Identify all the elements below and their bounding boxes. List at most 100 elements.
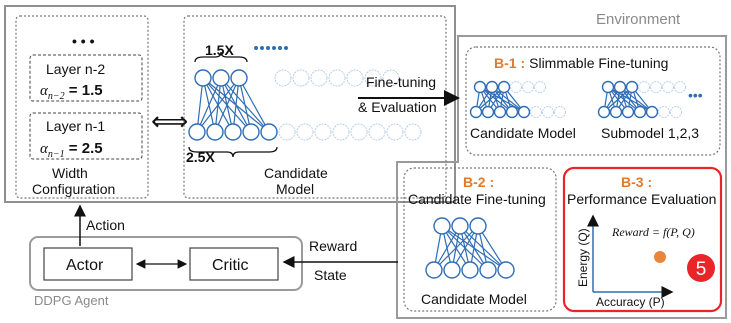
width-config-line2: Configuration: [32, 181, 115, 197]
network-node: [633, 105, 647, 119]
network-node: [469, 217, 487, 235]
network-edge: [238, 77, 270, 133]
b3-y-axis-label: Energy (Q): [576, 228, 590, 287]
faded-node: [314, 123, 332, 141]
network-edge: [603, 86, 633, 113]
faded-node: [364, 69, 382, 87]
faded-node: [534, 81, 546, 93]
b1-submodel-network: [597, 80, 686, 119]
dot: [254, 46, 258, 50]
step-badge: [687, 254, 715, 282]
network-node: [613, 80, 627, 94]
network-edge: [196, 77, 240, 133]
width-config-box: [15, 15, 149, 199]
network-node: [645, 105, 659, 119]
fine-tuning-line2: & Evaluation: [358, 99, 437, 115]
faded-node: [328, 69, 346, 87]
b3-tag: B-3 :: [621, 174, 652, 190]
ddpg-agent-box: [29, 236, 303, 291]
network-node: [224, 123, 242, 141]
network-node: [443, 261, 461, 279]
network-edge: [433, 225, 479, 271]
faded-node: [674, 81, 686, 93]
faded-node: [510, 81, 522, 93]
network-node: [621, 105, 635, 119]
candidate-label-line1: Candidate: [264, 165, 328, 181]
network-node: [505, 105, 519, 119]
dot: [266, 46, 270, 50]
environment-region: [396, 35, 727, 319]
faded-node: [310, 69, 328, 87]
network-node: [493, 105, 507, 119]
b2-box: [403, 167, 557, 312]
faded-node: [332, 123, 350, 141]
candidate-network: [188, 46, 422, 158]
critic-label: Critic: [212, 257, 248, 274]
faded-node: [350, 123, 368, 141]
scale-bottom-label: 2.5X: [186, 149, 215, 165]
dot: [284, 46, 288, 50]
b3-x-axis-label: Accuracy (P): [596, 295, 665, 309]
network-node: [469, 105, 483, 119]
network-edge: [238, 77, 252, 133]
b1-box: [465, 46, 721, 156]
b3-formula: Reward = f(P, Q): [611, 225, 695, 239]
network-edge: [214, 77, 240, 133]
network-node: [230, 69, 248, 87]
layers-ellipsis: • • •: [72, 33, 95, 49]
faded-node: [404, 123, 422, 141]
b1-title-line: B-1 :Slimmable Fine-tuning: [494, 55, 668, 71]
network-node: [433, 217, 451, 235]
network-node: [194, 69, 212, 87]
network-node: [601, 80, 615, 94]
faded-node: [346, 69, 364, 87]
step-badge-number: 5: [696, 259, 707, 280]
b3-performance-point: [654, 251, 666, 263]
network-node: [625, 80, 639, 94]
faded-node: [292, 69, 310, 87]
faded-node: [530, 106, 542, 118]
b3-box: [562, 166, 723, 313]
scale-top-bracket: [194, 51, 248, 63]
b2-network: [425, 217, 515, 279]
b2-title: Candidate Fine-tuning: [408, 191, 546, 207]
network-node: [260, 123, 278, 141]
fine-tuning-line1: Fine-tuning: [366, 74, 436, 90]
b3-title: Performance Evaluation: [567, 191, 716, 207]
faded-node: [386, 123, 404, 141]
environment-label: Environment: [596, 11, 681, 28]
faded-node: [368, 123, 386, 141]
reward-label: Reward: [309, 238, 357, 254]
network-edge: [475, 86, 505, 113]
network-node: [497, 261, 515, 279]
faded-node: [662, 81, 674, 93]
network-node: [206, 123, 224, 141]
layer-n2-name: Layer n-2: [46, 61, 105, 77]
candidate-label-line2: Model: [276, 181, 314, 197]
b1-left-label: Candidate Model: [470, 125, 576, 141]
network-edge: [196, 77, 204, 133]
network-node: [212, 69, 230, 87]
faded-node: [554, 106, 566, 118]
dot: [278, 46, 282, 50]
b2-tag: B-2 :: [463, 174, 494, 190]
network-node: [473, 80, 487, 94]
action-label: Action: [86, 217, 125, 233]
critic-box: [189, 247, 279, 281]
faded-node: [650, 81, 662, 93]
network-node: [597, 105, 611, 119]
faded-node: [522, 81, 534, 93]
b1-candidate-network: [469, 80, 566, 119]
network-node: [425, 261, 443, 279]
width-config-line1: Width: [52, 165, 88, 181]
faded-node: [658, 106, 670, 118]
network-node: [451, 217, 469, 235]
b1-ellipsis: •••: [688, 87, 703, 103]
faded-node: [542, 106, 554, 118]
faded-node: [278, 123, 296, 141]
b2-label: Candidate Model: [421, 291, 527, 307]
scale-top-label: 1.5X: [205, 42, 234, 58]
network-node: [485, 80, 499, 94]
layer-n1-box: [29, 112, 143, 160]
